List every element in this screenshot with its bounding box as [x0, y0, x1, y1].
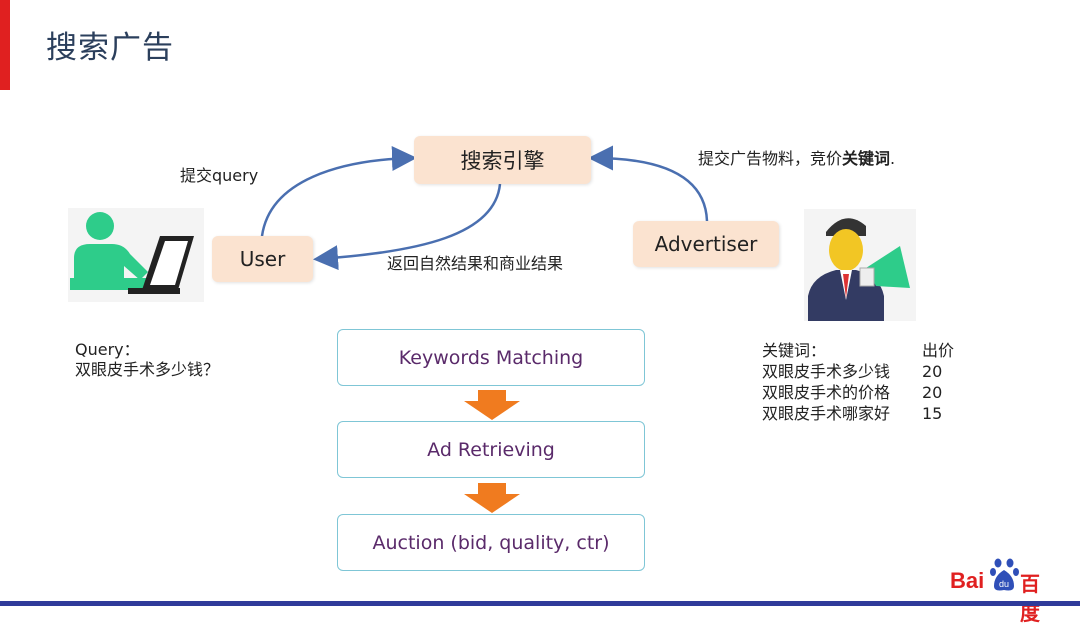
- keyword-cell: 双眼皮手术的价格: [762, 383, 891, 402]
- user-node: User: [212, 236, 313, 282]
- logo-text-bai: Bai: [950, 568, 985, 593]
- keyword-cell: 双眼皮手术多少钱: [762, 362, 891, 381]
- advertiser-submit-label: 提交广告物料，竞价关键词.: [698, 145, 895, 169]
- keyword-bid-table: 关键词： 出价 双眼皮手术多少钱 20 双眼皮手术的价格 20 双眼皮手术哪家好…: [762, 340, 962, 424]
- keyword-row: 双眼皮手术的价格 20: [762, 382, 962, 403]
- advertiser-submit-suffix: .: [890, 149, 896, 168]
- return-results-label: 返回自然结果和商业结果: [387, 254, 564, 273]
- user-at-laptop-icon: [68, 208, 204, 302]
- accent-bar: [0, 0, 10, 90]
- submit-query-label: 提交query: [180, 166, 259, 185]
- price-header: 出价: [922, 341, 955, 360]
- arrow-user-to-engine: [260, 146, 417, 237]
- advertiser-submit-prefix: 提交广告物料，竞价: [698, 149, 843, 168]
- slide-title: 搜索广告: [46, 30, 174, 66]
- advertiser-submit-keyword: 关键词: [842, 149, 891, 168]
- advertiser-with-megaphone-icon: [804, 209, 916, 321]
- arrow-engine-to-user: [313, 183, 502, 271]
- price-cell: 15: [922, 404, 943, 423]
- keyword-row: 双眼皮手术多少钱 20: [762, 361, 962, 382]
- svg-text:du: du: [999, 579, 1009, 589]
- down-arrow-1: [464, 390, 520, 420]
- query-example: Query： 双眼皮手术多少钱？: [75, 340, 219, 380]
- step-auction: Auction (bid, quality, ctr): [337, 514, 645, 571]
- paw-icon: du: [990, 558, 1019, 591]
- step-ad-retrieving: Ad Retrieving: [337, 421, 645, 478]
- keyword-table-header: 关键词： 出价: [762, 340, 962, 361]
- keyword-cell: 双眼皮手术哪家好: [762, 404, 891, 423]
- keyword-header: 关键词：: [762, 341, 827, 360]
- price-cell: 20: [922, 383, 943, 402]
- down-arrow-2: [464, 483, 520, 513]
- query-label: Query：: [75, 340, 140, 359]
- diagram-canvas: [68, 145, 916, 513]
- search-engine-node: 搜索引擎: [414, 136, 591, 184]
- step-keywords-matching: Keywords Matching: [337, 329, 645, 386]
- query-text: 双眼皮手术多少钱？: [75, 360, 220, 379]
- keyword-row: 双眼皮手术哪家好 15: [762, 403, 962, 424]
- advertiser-node: Advertiser: [633, 221, 779, 267]
- price-cell: 20: [922, 362, 943, 381]
- bottom-bar: [0, 601, 1080, 606]
- arrow-advertiser-to-engine: [588, 145, 709, 222]
- logo-text-du: 百度: [1020, 572, 1040, 625]
